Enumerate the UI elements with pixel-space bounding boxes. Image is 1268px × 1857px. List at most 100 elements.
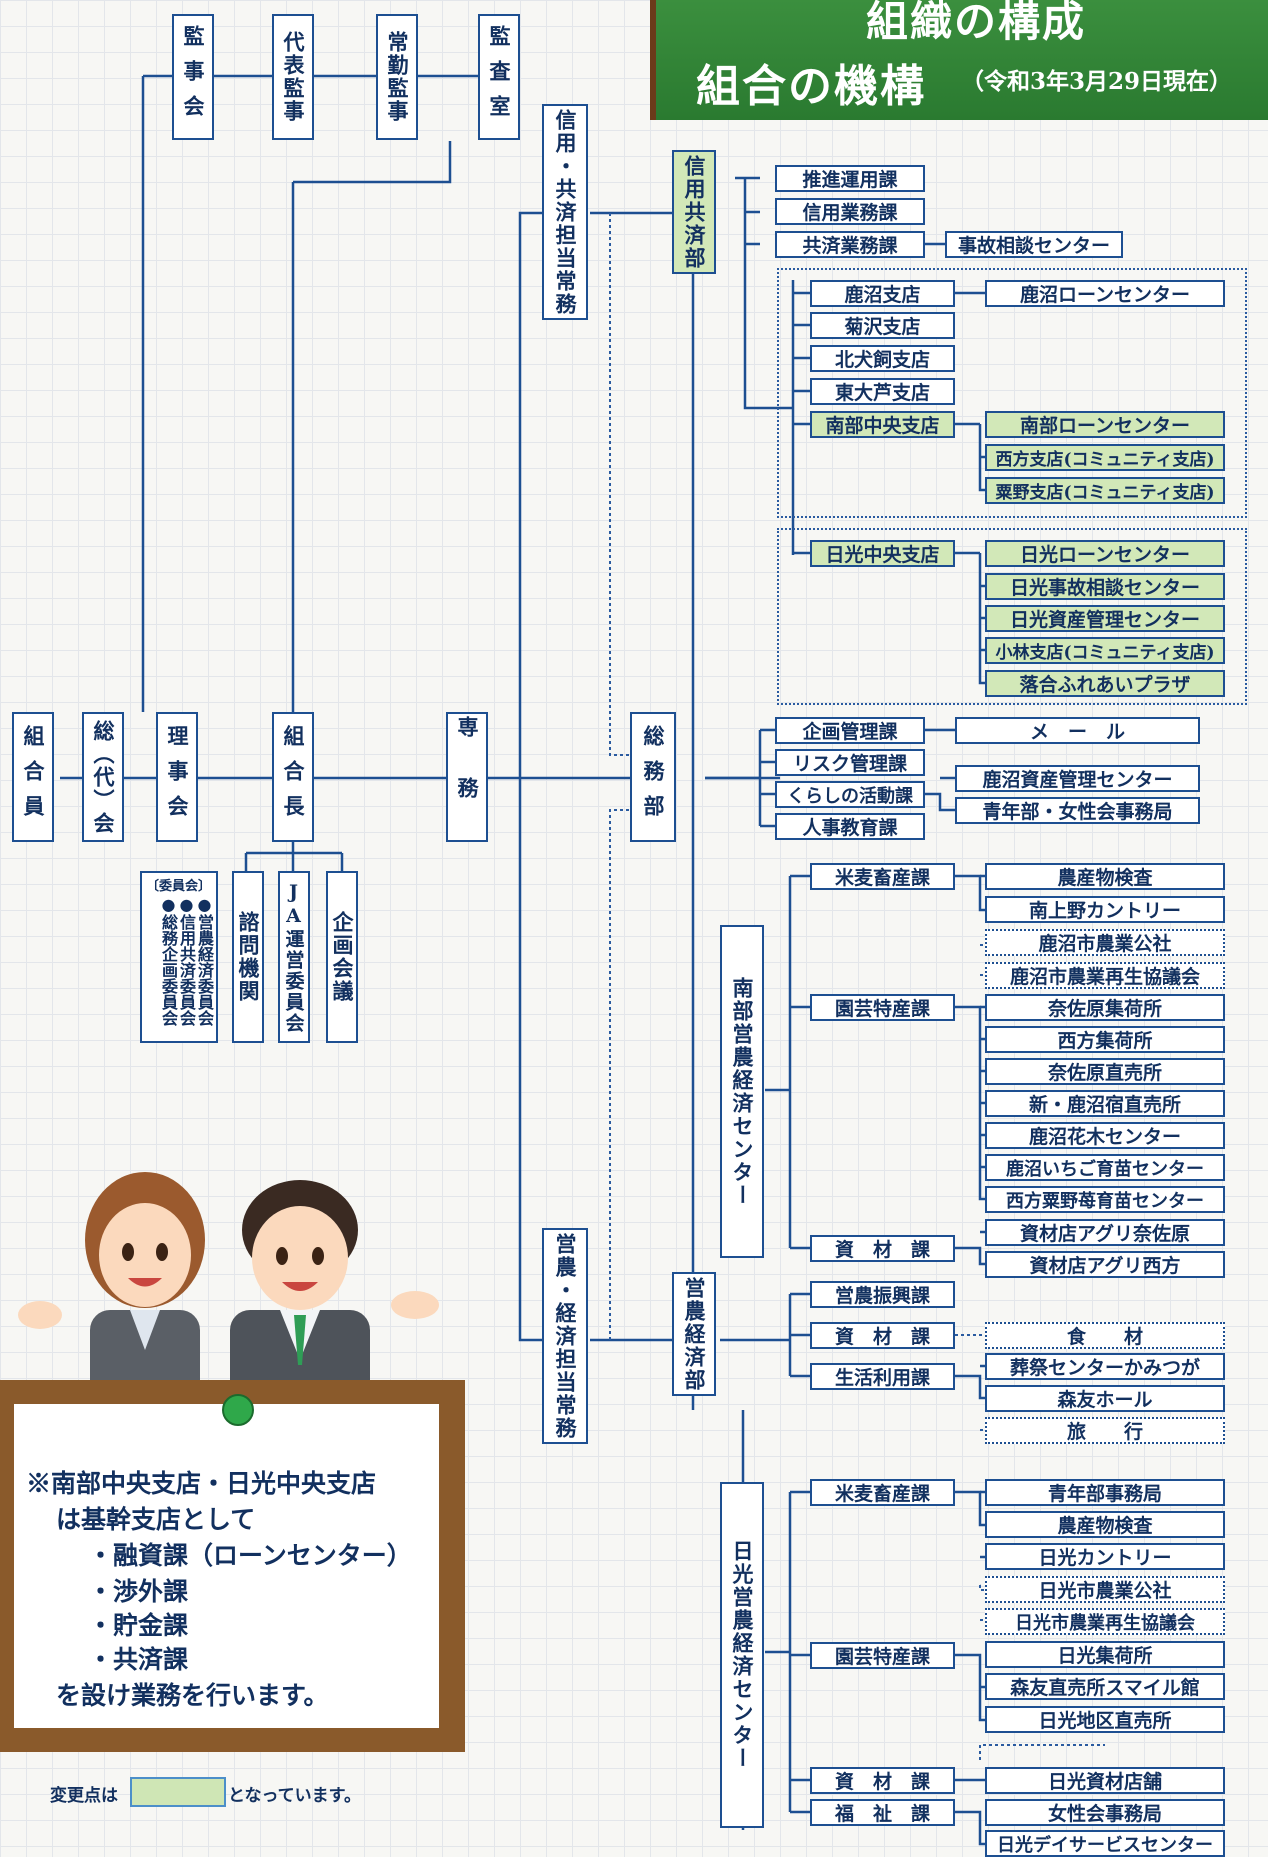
nanbu-engei: 園芸特産課	[810, 994, 955, 1021]
node-shimon: 諮問機関	[232, 871, 264, 1043]
node-shinyo-kyosai-tanto: 信用・共済担当常務	[542, 104, 588, 320]
branch-nikko-chuo: 日光中央支店	[810, 540, 955, 567]
node-kikaku-kaigi: 企画会議	[326, 871, 358, 1043]
nanbu-item: 新・鹿沼宿直売所	[985, 1090, 1225, 1117]
nikko-item: 日光地区直売所	[985, 1706, 1225, 1733]
nikko-item: 日光集荷所	[985, 1641, 1225, 1668]
branch-nanbu-loan: 南部ローンセンター	[985, 411, 1225, 438]
branch-kikusawa: 菊沢支店	[810, 312, 955, 339]
node-kumiaiin: 組合員	[12, 712, 54, 842]
nanbu-item: 西方集荷所	[985, 1026, 1225, 1053]
note-line: は基幹支店として	[56, 1505, 256, 1534]
node-ja-unei: JA運営委員会	[278, 871, 310, 1043]
title-banner: 組織の構成 組合の機構 （令和3年3月29日現在）	[650, 0, 1268, 120]
node-kansashitsu: 監査室	[478, 14, 520, 140]
nanbu-item: 奈佐原直売所	[985, 1058, 1225, 1085]
branch-nishikata: 西方支店(コミュニティ支店)	[985, 444, 1225, 471]
branch-nikko-loan: 日光ローンセンター	[985, 540, 1225, 567]
committee-header: 〔委員会〕	[146, 879, 212, 894]
nanbu-item: 南上野カントリー	[985, 896, 1225, 923]
note-line: ・共済課	[88, 1645, 189, 1674]
branch-ochiai: 落合ふれあいプラザ	[985, 670, 1225, 697]
nanbu-item: 農産物検査	[985, 863, 1225, 890]
node-nikko-center: 日光営農経済センター	[720, 1482, 764, 1828]
section-jiko: 事故相談センター	[945, 231, 1123, 258]
nikko-beibaku: 米麦畜産課	[810, 1479, 955, 1506]
nikko-item: 日光カントリー	[985, 1543, 1225, 1570]
nikko-item: 森友直売所スマイル館	[985, 1673, 1225, 1700]
section-seinen: 青年部・女性会事務局	[955, 797, 1200, 824]
nanbu-item: 資材店アグリ西方	[985, 1251, 1225, 1278]
section-suishin: 推進運用課	[775, 165, 925, 192]
committee-item: ●営農経済委員会	[195, 895, 214, 1026]
branch-kitainukai: 北犬飼支店	[810, 345, 955, 372]
section-risk: リスク管理課	[775, 749, 925, 776]
nikko-item: 日光資材店舗	[985, 1767, 1225, 1794]
node-daihyo-kanji: 代表監事	[272, 14, 314, 140]
nikko-item: 青年部事務局	[985, 1479, 1225, 1506]
keizai-shizai: 資 材 課	[810, 1322, 955, 1349]
keizai-sosai: 葬祭センターかみつが	[985, 1353, 1225, 1380]
nanbu-item: 鹿沼いちご育苗センター	[985, 1154, 1225, 1181]
legend-prefix: 変更点は	[50, 1786, 118, 1806]
nikko-engei: 園芸特産課	[810, 1642, 955, 1669]
man-figure	[230, 1180, 439, 1395]
branch-kanuma-loan: 鹿沼ローンセンター	[985, 280, 1225, 307]
branch-kanuma: 鹿沼支店	[810, 280, 955, 307]
note-paper: ※南部中央支店・日光中央支店 は基幹支店として ・融資課（ローンセンター） ・渉…	[14, 1394, 439, 1728]
section-kurashi: くらしの活動課	[775, 781, 925, 808]
nanbu-beibaku: 米麦畜産課	[810, 863, 955, 890]
nikko-fukushi: 福 祉 課	[810, 1799, 955, 1826]
nanbu-item: 資材店アグリ奈佐原	[985, 1219, 1225, 1246]
nanbu-item: 奈佐原集荷所	[985, 994, 1225, 1021]
keizai-shokuzai: 食 材	[985, 1322, 1225, 1349]
node-rijikai: 理事会	[156, 712, 198, 842]
node-senmu: 専務	[446, 712, 488, 842]
committee-item: ●信用共済委員会	[177, 895, 196, 1026]
section-kikaku: 企画管理課	[775, 717, 925, 744]
note-line: ・貯金課	[88, 1611, 189, 1640]
legend-suffix: となっています。	[228, 1786, 361, 1806]
note-line: ※南部中央支店・日光中央支店	[26, 1469, 377, 1498]
pin-icon	[222, 1394, 254, 1426]
committee-box: 〔委員会〕 ●営農経済委員会 ●信用共済委員会 ●総務企画委員会	[140, 871, 218, 1043]
keizai-ryoko: 旅 行	[985, 1417, 1225, 1444]
branch-higashiooashi: 東大芦支店	[810, 378, 955, 405]
branch-awano: 粟野支店(コミュニティ支店)	[985, 477, 1225, 504]
node-nanbu-center: 南部営農経済センター	[720, 925, 764, 1258]
woman-figure	[18, 1172, 205, 1395]
branch-nikko-shisan: 日光資産管理センター	[985, 605, 1225, 632]
keizai-morito: 森友ホール	[985, 1385, 1225, 1412]
node-shinyo-kyosai-bu: 信用共済部	[672, 150, 716, 274]
nikko-item: 農産物検査	[985, 1511, 1225, 1538]
date-note: （令和3年3月29日現在）	[961, 68, 1233, 95]
section-jinji: 人事教育課	[775, 813, 925, 840]
section-kyosai-gyomu: 共済業務課	[775, 231, 925, 258]
section-shinyo-gyomu: 信用業務課	[775, 198, 925, 225]
nanbu-item: 西方粟野苺育苗センター	[985, 1186, 1225, 1213]
note-board: ※南部中央支店・日光中央支店 は基幹支店として ・融資課（ローンセンター） ・渉…	[0, 1380, 465, 1752]
committee-item: ●総務企画委員会	[159, 895, 178, 1026]
title-line2: 組合の機構	[696, 61, 926, 112]
note-line: を設け業務を行います。	[56, 1681, 329, 1710]
keizai-shinko: 営農振興課	[810, 1281, 955, 1308]
node-einou-keizai-tanto: 営農・経済担当常務	[542, 1228, 588, 1444]
title-line1: 組織の構成	[866, 0, 1087, 46]
nanbu-shizai: 資 材 課	[810, 1235, 955, 1262]
node-somubu: 総務部	[630, 712, 676, 842]
note-line: ・融資課（ローンセンター）	[88, 1541, 412, 1570]
section-kanuma-shisan: 鹿沼資産管理センター	[955, 765, 1200, 792]
branch-kobayashi: 小林支店(コミュニティ支店)	[985, 637, 1225, 664]
branch-nikko-jiko: 日光事故相談センター	[985, 573, 1225, 600]
branch-group-nikko	[777, 528, 1247, 705]
section-mail: メ ー ル	[955, 717, 1200, 744]
node-kanjikai: 監事会	[172, 14, 214, 140]
nikko-item: 日光市農業公社	[985, 1576, 1225, 1603]
node-sodai: 総（代）会	[82, 712, 124, 842]
nanbu-item: 鹿沼花木センター	[985, 1122, 1225, 1149]
staff-illustration	[18, 1172, 439, 1395]
nanbu-item: 鹿沼市農業公社	[985, 929, 1225, 956]
branch-nanbu-chuo: 南部中央支店	[810, 411, 955, 438]
nikko-shizai: 資 材 課	[810, 1767, 955, 1794]
keizai-seikatsu: 生活利用課	[810, 1363, 955, 1390]
